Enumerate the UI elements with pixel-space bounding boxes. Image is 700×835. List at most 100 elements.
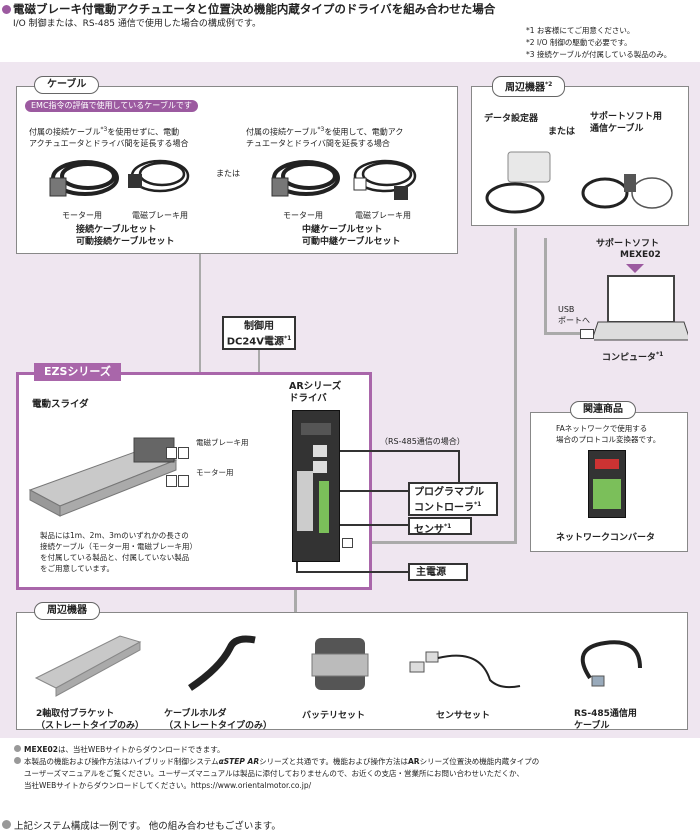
usb-port-icon [580, 329, 594, 339]
computer-label: コンピュータ*1 [602, 350, 663, 363]
cable-left-desc-3: アクチュエータとドライバ間を延長する場合 [29, 139, 188, 148]
cable-left-sets: 接続ケーブルセット 可動接続ケーブルセット [76, 224, 174, 248]
footer-bullet-2-icon [14, 757, 21, 764]
line-setter-down [514, 228, 517, 544]
plc-mark: *1 [474, 501, 481, 508]
cable-right-set-2: 可動中継ケーブルセット [302, 236, 400, 248]
rs485-plug-icon [592, 676, 604, 686]
motor-connector-right-icon [272, 178, 288, 196]
driver-title: ARシリーズ ドライバ [289, 381, 341, 405]
note-1: *1 お客様にてご用意ください。 [526, 25, 671, 37]
related-title: 関連商品 [570, 401, 636, 419]
data-setter-label: データ設定器 [484, 111, 538, 124]
related-desc: FAネットワークで使用する 場合のプロトコル変換器です。 [556, 423, 660, 445]
converter-display [595, 459, 619, 469]
line-main-power [296, 571, 408, 573]
cable-section-title: ケーブル [34, 76, 99, 94]
data-setter-cable-icon [487, 184, 543, 212]
footer-bullet-1-icon [14, 745, 21, 752]
ezs-motor-label: モーター用 [196, 467, 234, 478]
bottom-item-2: ケーブルホルダ （ストレートタイプのみ） [164, 708, 272, 732]
cable-right-desc-1: 付属の接続ケーブル [246, 128, 318, 137]
support-cable-label: サポートソフト用 通信ケーブル [590, 111, 662, 135]
plc-line2-text: コントローラ [414, 502, 474, 513]
peripherals-top-title-mark: *2 [545, 81, 552, 88]
title-text: 電磁ブレーキ付電動アクチュエータと位置決め機能内蔵タイプのドライバを組み合わせた… [13, 2, 495, 16]
cable-images [40, 150, 440, 210]
ezs-desc: 製品には1m、2m、3mのいずれかの長さの 接続ケーブル（モーター用・電磁ブレー… [40, 530, 197, 574]
main-power-label: 主電源 [416, 567, 446, 578]
brake-connector-left-icon [128, 174, 142, 188]
driver-connector-right [342, 538, 353, 548]
usb-label-2: ポートへ [558, 315, 590, 326]
cable-left-set-2: 可動接続ケーブルセット [76, 236, 174, 248]
bottom-item-1-l1: 2軸取付ブラケット [36, 708, 144, 720]
converter-terminal [593, 479, 621, 509]
cable-right-desc: 付属の接続ケーブル*3を使用して、電動アク チュエータとドライバ間を延長する場合 [246, 124, 456, 149]
computer-label-text: コンピュータ [602, 353, 656, 363]
bracket-icon [36, 636, 140, 696]
converter-label: ネットワークコンバータ [556, 530, 655, 543]
usb-label-1: USB [558, 304, 590, 315]
usb-label: USB ポートへ [558, 304, 590, 326]
cable-right-brake-label: 電磁ブレーキ用 [355, 210, 411, 221]
footer-bottom: 上記システム構成は一例です。 他の組み合わせもございます。 [2, 820, 281, 833]
cable-or: または [216, 168, 240, 179]
brake-connector-a [166, 447, 177, 459]
line-usb-vert [544, 238, 547, 334]
footer-mexe: MEXE02 [24, 745, 58, 754]
data-setter-icon [508, 152, 550, 182]
bottom-item-3: バッテリセット [302, 708, 365, 721]
control-power-block: 制御用 DC24V電源*1 [222, 316, 296, 350]
ar-driver-icon [292, 410, 340, 562]
bottom-item-4: センサセット [436, 708, 490, 721]
cable-left-desc-1: 付属の接続ケーブル [29, 128, 101, 137]
rs485-cable-icon [583, 642, 640, 678]
peripheral-images [480, 148, 680, 223]
ezs-desc-4: をご用意しています。 [40, 563, 197, 574]
footer-note-1-text: は、当社WEBサイトからダウンロードできます。 [58, 745, 225, 754]
battery-set-icon [312, 638, 368, 690]
cable-right-desc-3: チュエータとドライバ間を延長する場合 [246, 139, 390, 148]
line-sensor [340, 524, 410, 526]
footer-note-2-b: シリーズと共通です。機能および操作方法は [259, 757, 408, 766]
driver-terminal [319, 481, 329, 533]
driver-port-2 [313, 461, 327, 473]
footer-note-2: 本製品の機能および操作方法はハイブリッド制御システムαSTEP ARシリーズと共… [14, 756, 539, 767]
rs485-label: （RS-485通信の場合） [380, 436, 465, 447]
cable-holder-icon [190, 639, 255, 688]
plc-line1: プログラマブル [414, 487, 496, 499]
control-power-mark: *1 [284, 335, 291, 342]
sensor-label: センサ [414, 524, 444, 535]
bottom-peripheral-images [30, 628, 670, 703]
cable-left-set-1: 接続ケーブルセット [76, 224, 174, 236]
support-cable-coil2-icon [632, 178, 672, 208]
peripherals-or: または [548, 124, 575, 137]
computer-icon [594, 274, 688, 346]
driver-led-panel [301, 423, 331, 435]
cable-right-sets: 中継ケーブルセット 可動中継ケーブルセット [302, 224, 400, 248]
note-3: *3 接続ケーブルが付属している製品のみ。 [526, 49, 671, 61]
main-power-block: 主電源 [408, 563, 468, 581]
peripherals-bottom-title: 周辺機器 [34, 602, 100, 620]
sensor-block: センサ*1 [408, 517, 472, 535]
cable-left-brake-label: 電磁ブレーキ用 [132, 210, 188, 221]
bottom-item-1-l2: （ストレートタイプのみ） [36, 720, 144, 732]
page-subtitle: I/O 制御または、RS-485 通信で使用した場合の構成例です。 [13, 18, 261, 30]
footer-note-2-line3: 当社WEBサイトからダウンロードしてください。https://www.orien… [24, 780, 311, 791]
related-desc-1: FAネットワークで使用する [556, 423, 660, 434]
note-2: *2 I/O 制御の駆動で必要です。 [526, 37, 671, 49]
footer-bottom-bullet-icon [2, 820, 11, 829]
bottom-item-5-l2: ケーブル [574, 720, 637, 732]
network-converter-icon [588, 450, 626, 518]
peripherals-top-title: 周辺機器*2 [492, 76, 565, 97]
peripherals-top-title-text: 周辺機器 [505, 82, 545, 93]
support-cable-label-1: サポートソフト用 [590, 111, 662, 123]
header-notes: *1 お客様にてご用意ください。 *2 I/O 制御の駆動で必要です。 *3 接… [526, 25, 671, 61]
driver-title-2: ドライバ [289, 393, 341, 405]
cable-right-desc-2: を使用して、電動アク [324, 128, 403, 137]
motor-connector-left-icon [50, 178, 66, 196]
brake-connector-b [178, 447, 189, 459]
ezs-desc-1: 製品には1m、2m、3mのいずれかの長さの [40, 530, 197, 541]
line-plc [340, 490, 410, 492]
